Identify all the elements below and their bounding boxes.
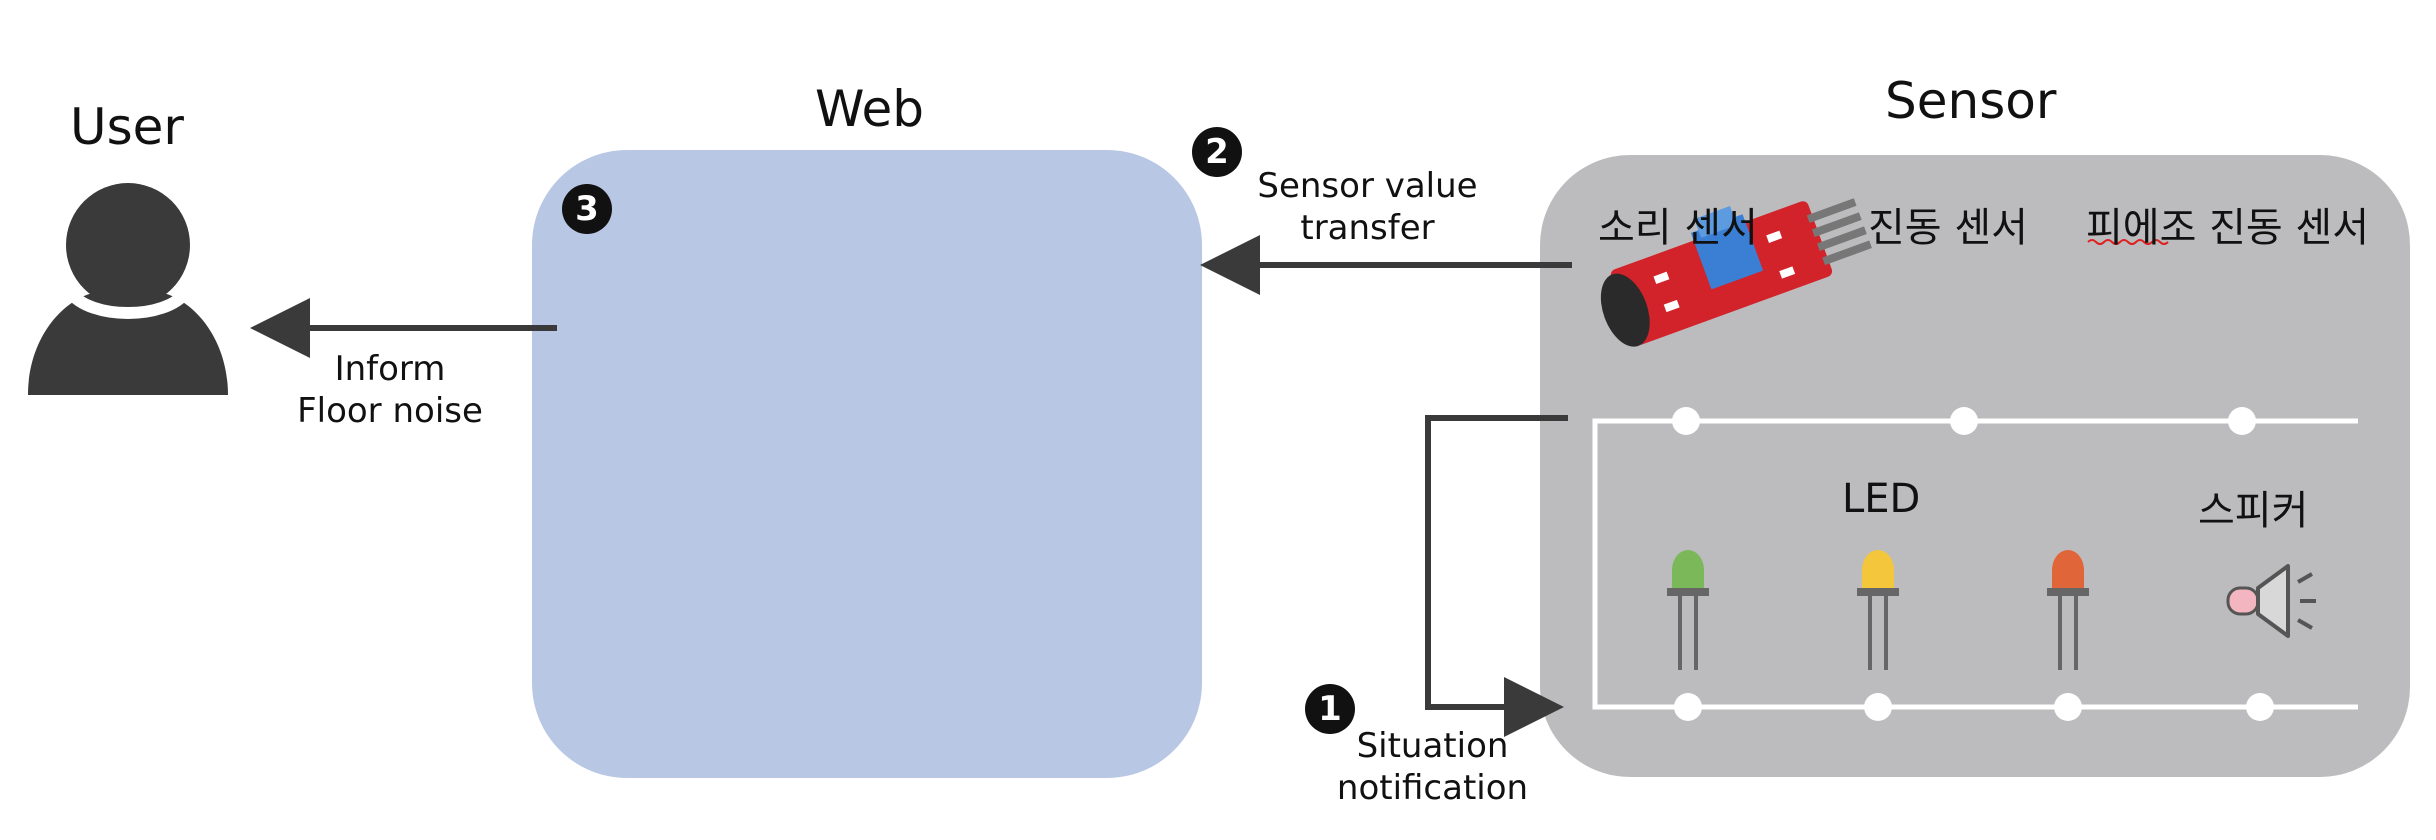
sound-sensor-label: 소리 센서 xyxy=(1598,205,1758,251)
yellow-led-icon xyxy=(1857,550,1899,670)
sensor-box xyxy=(1540,155,2410,777)
spellcheck-squiggle xyxy=(2087,239,2169,245)
user-title: User xyxy=(70,98,184,156)
speaker-label: 스피커 xyxy=(2198,488,2309,534)
step-2-badge: 2 xyxy=(1192,127,1242,177)
user-icon xyxy=(28,183,228,395)
piezo-sensor-label: 피에조 진동 센서 xyxy=(2086,205,2370,251)
sensor-transfer-label: Sensor value transfer xyxy=(1257,166,1478,248)
web-box xyxy=(532,150,1202,778)
step-1-badge: 1 xyxy=(1305,684,1355,734)
inform-label: Inform Floor noise xyxy=(297,349,483,431)
sensor-title: Sensor xyxy=(1885,72,2057,130)
green-led-icon xyxy=(1667,550,1709,670)
vibration-sensor-label: 진동 센서 xyxy=(1868,205,2028,251)
situation-arrow xyxy=(1425,415,1568,737)
web-title: Web xyxy=(815,80,925,138)
step-3-badge: 3 xyxy=(562,184,612,234)
situation-label: Situation notification xyxy=(1336,726,1529,808)
speaker-icon xyxy=(2226,564,2316,638)
sound-sensor-module-icon xyxy=(1600,198,1872,347)
led-label: LED xyxy=(1842,476,1921,522)
bus-nodes xyxy=(1672,407,2274,721)
orange-led-icon xyxy=(2047,550,2089,670)
